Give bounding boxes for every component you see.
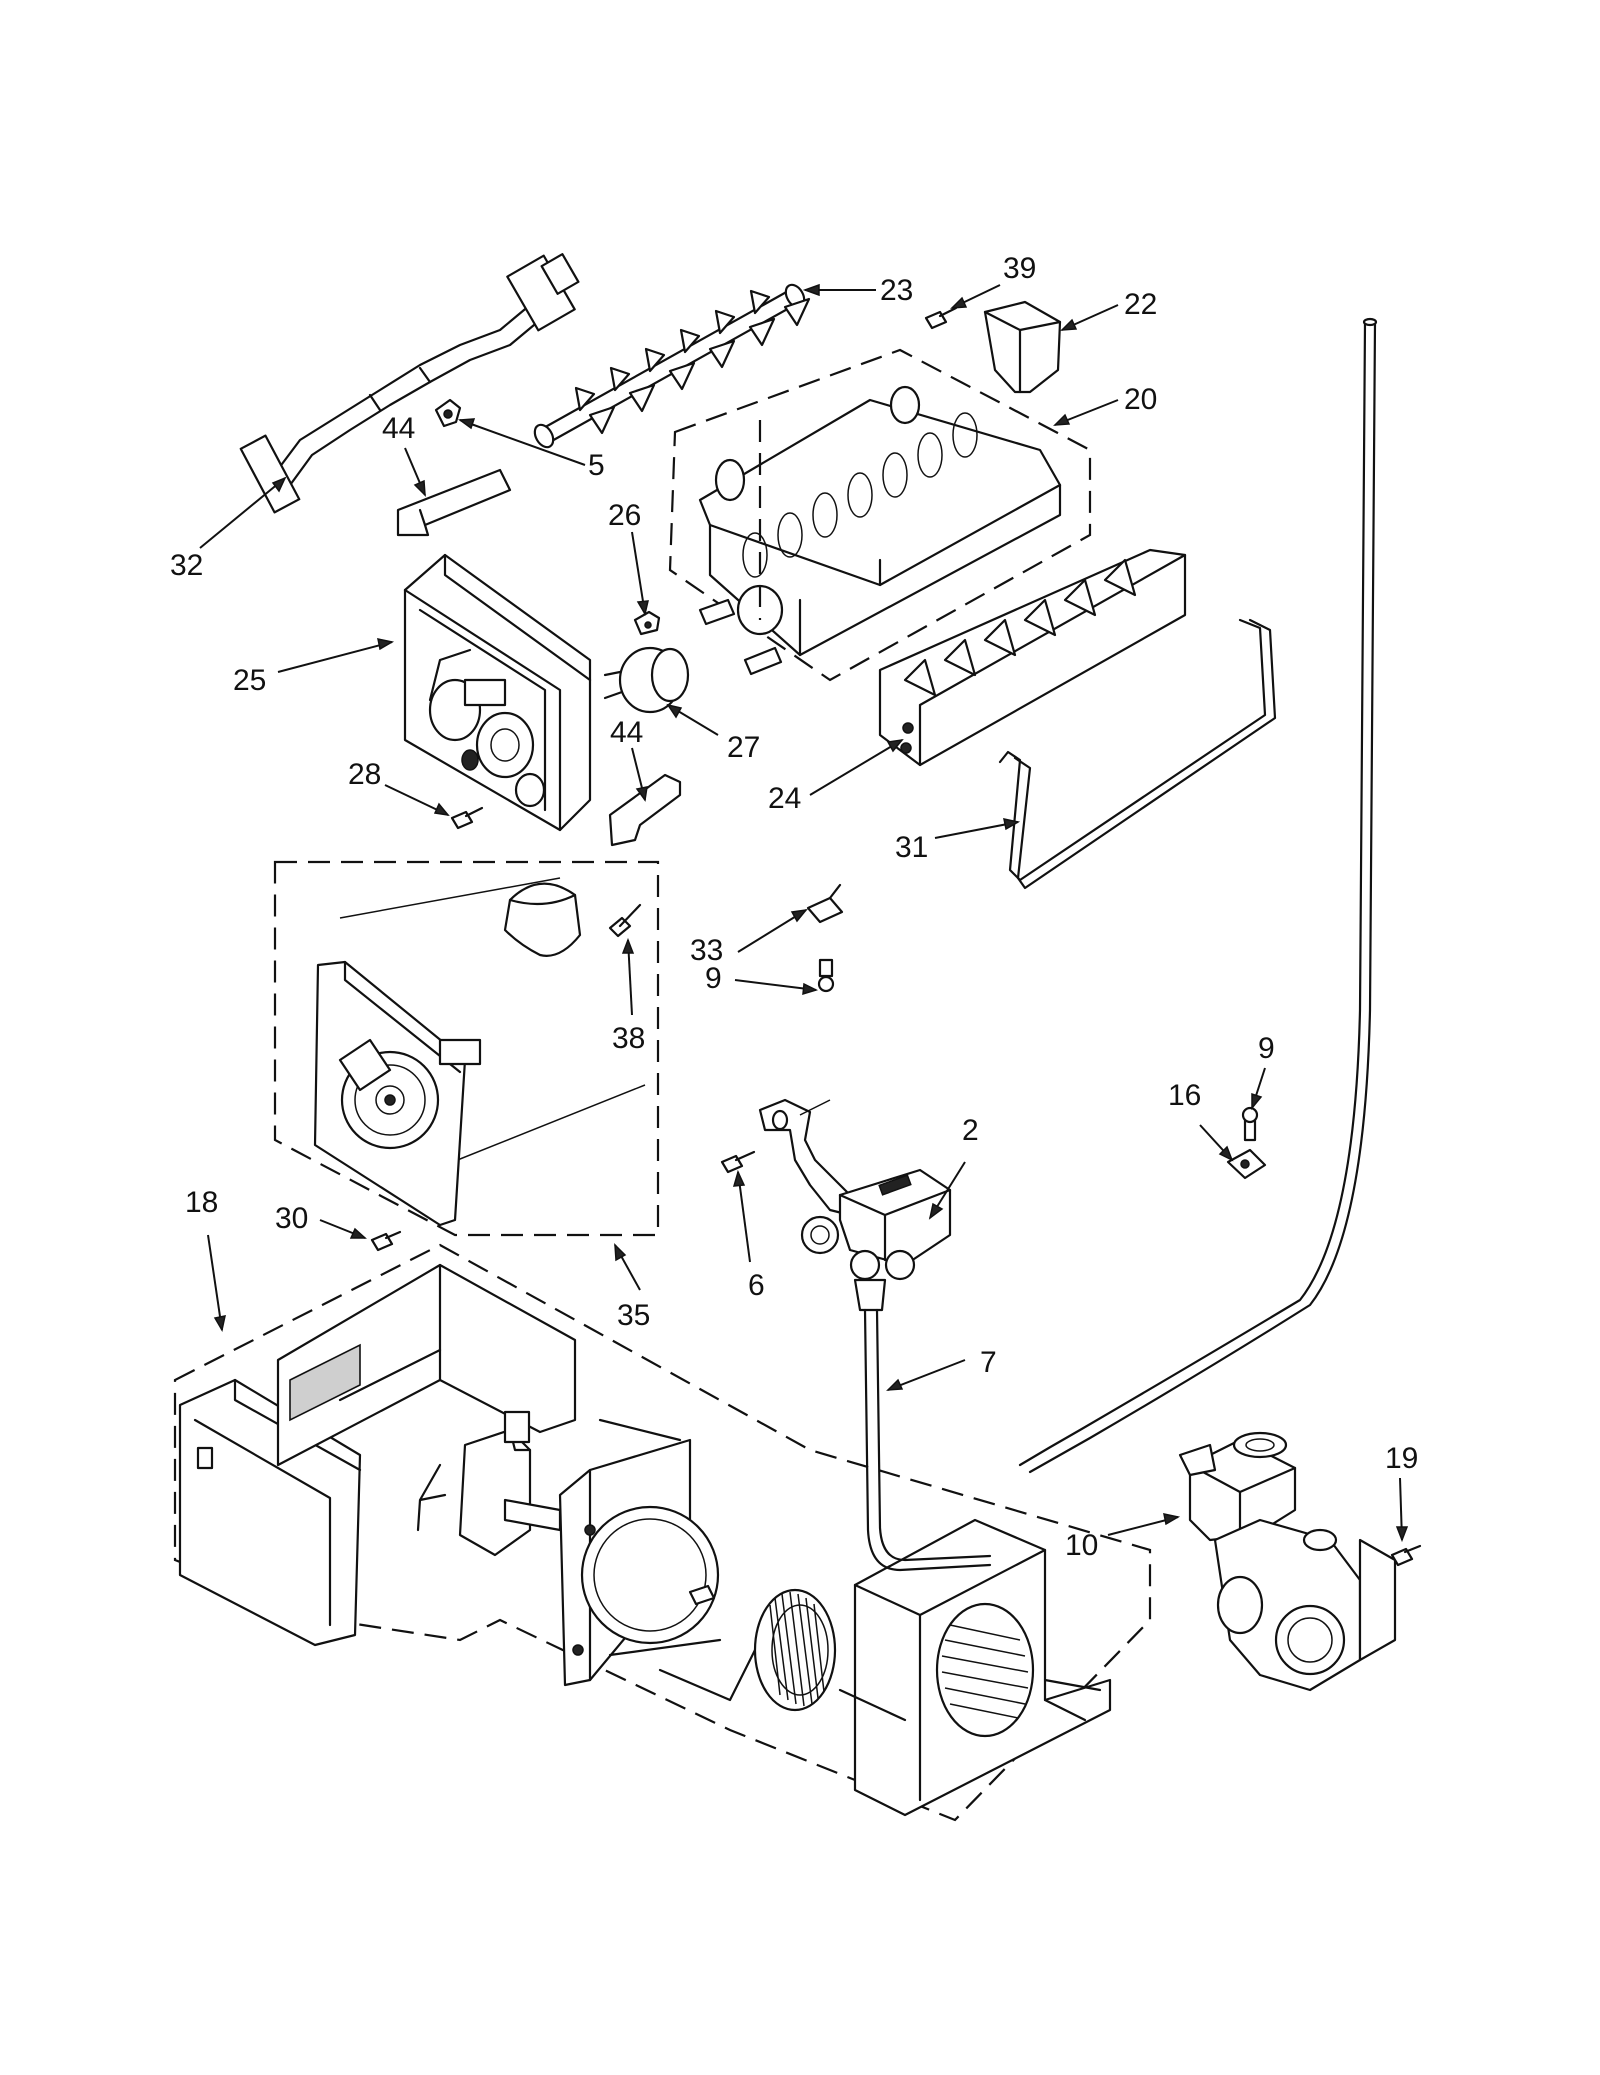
module-housing-part[interactable]: [403, 553, 592, 832]
module-assembly-part[interactable]: [273, 860, 660, 1237]
screw-39-part[interactable]: [924, 306, 958, 330]
callout-5: 5: [588, 449, 605, 482]
callout-27: 27: [727, 731, 760, 764]
callout-6: 6: [748, 1269, 765, 1302]
callout-31: 31: [895, 831, 928, 864]
insulation-44-top-part[interactable]: [396, 468, 512, 537]
callout-20: 20: [1124, 383, 1157, 416]
inlet-valve-part[interactable]: [758, 1098, 952, 1312]
callout-33: 33: [690, 934, 723, 967]
screw-6-part[interactable]: [720, 1150, 756, 1174]
screw-9-left-part[interactable]: [817, 958, 835, 993]
air-handler-assembly-part[interactable]: [173, 1243, 1152, 1822]
callout-16: 16: [1168, 1079, 1201, 1112]
clip-16-part[interactable]: [1226, 1148, 1267, 1180]
callout-9-left: 9: [705, 962, 722, 995]
callout-32: 32: [170, 549, 203, 582]
callout-2: 2: [962, 1114, 979, 1147]
mold-part[interactable]: [668, 348, 1092, 682]
callout-25: 25: [233, 664, 266, 697]
fill-cup-part[interactable]: [983, 300, 1062, 394]
callout-7: 7: [980, 1346, 997, 1379]
callout-26: 26: [608, 499, 641, 532]
callout-labels: 23 39 22 20 44 5 32 26 25 27 44 28 24 31…: [170, 252, 1418, 1562]
leader-lines: [199, 283, 1409, 1543]
callout-18: 18: [185, 1186, 218, 1219]
callout-35: 35: [617, 1299, 650, 1332]
screw-19-part[interactable]: [1390, 1544, 1422, 1567]
callout-39: 39: [1003, 252, 1036, 285]
callout-24: 24: [768, 782, 801, 815]
callout-10: 10: [1065, 1529, 1098, 1562]
callout-44-bottom: 44: [610, 716, 643, 749]
callout-28: 28: [348, 758, 381, 791]
insulation-44-bottom-part[interactable]: [608, 773, 682, 847]
callout-30: 30: [275, 1202, 308, 1235]
callout-19: 19: [1385, 1442, 1418, 1475]
water-tube-part[interactable]: [1018, 317, 1378, 1474]
wire-harness-part[interactable]: [239, 253, 580, 514]
callout-44-top: 44: [382, 412, 415, 445]
screw-30-part[interactable]: [370, 1230, 402, 1252]
callout-9-right: 9: [1258, 1032, 1275, 1065]
ejector-part[interactable]: [531, 282, 811, 451]
shutoff-arm-part[interactable]: [998, 618, 1277, 890]
screw-9-right-part[interactable]: [1241, 1106, 1259, 1142]
clip-part[interactable]: [434, 398, 462, 428]
water-tube-7-part[interactable]: [863, 1308, 992, 1572]
callout-38: 38: [612, 1022, 645, 1055]
thermostat-part[interactable]: [603, 646, 690, 714]
clip-26-part[interactable]: [633, 610, 661, 636]
callout-22: 22: [1124, 288, 1157, 321]
callout-23: 23: [880, 274, 913, 307]
water-valve-part[interactable]: [1178, 1431, 1397, 1692]
screw-28-part[interactable]: [450, 806, 484, 830]
bracket-33-part[interactable]: [806, 883, 844, 924]
stripper-part[interactable]: [878, 548, 1187, 767]
